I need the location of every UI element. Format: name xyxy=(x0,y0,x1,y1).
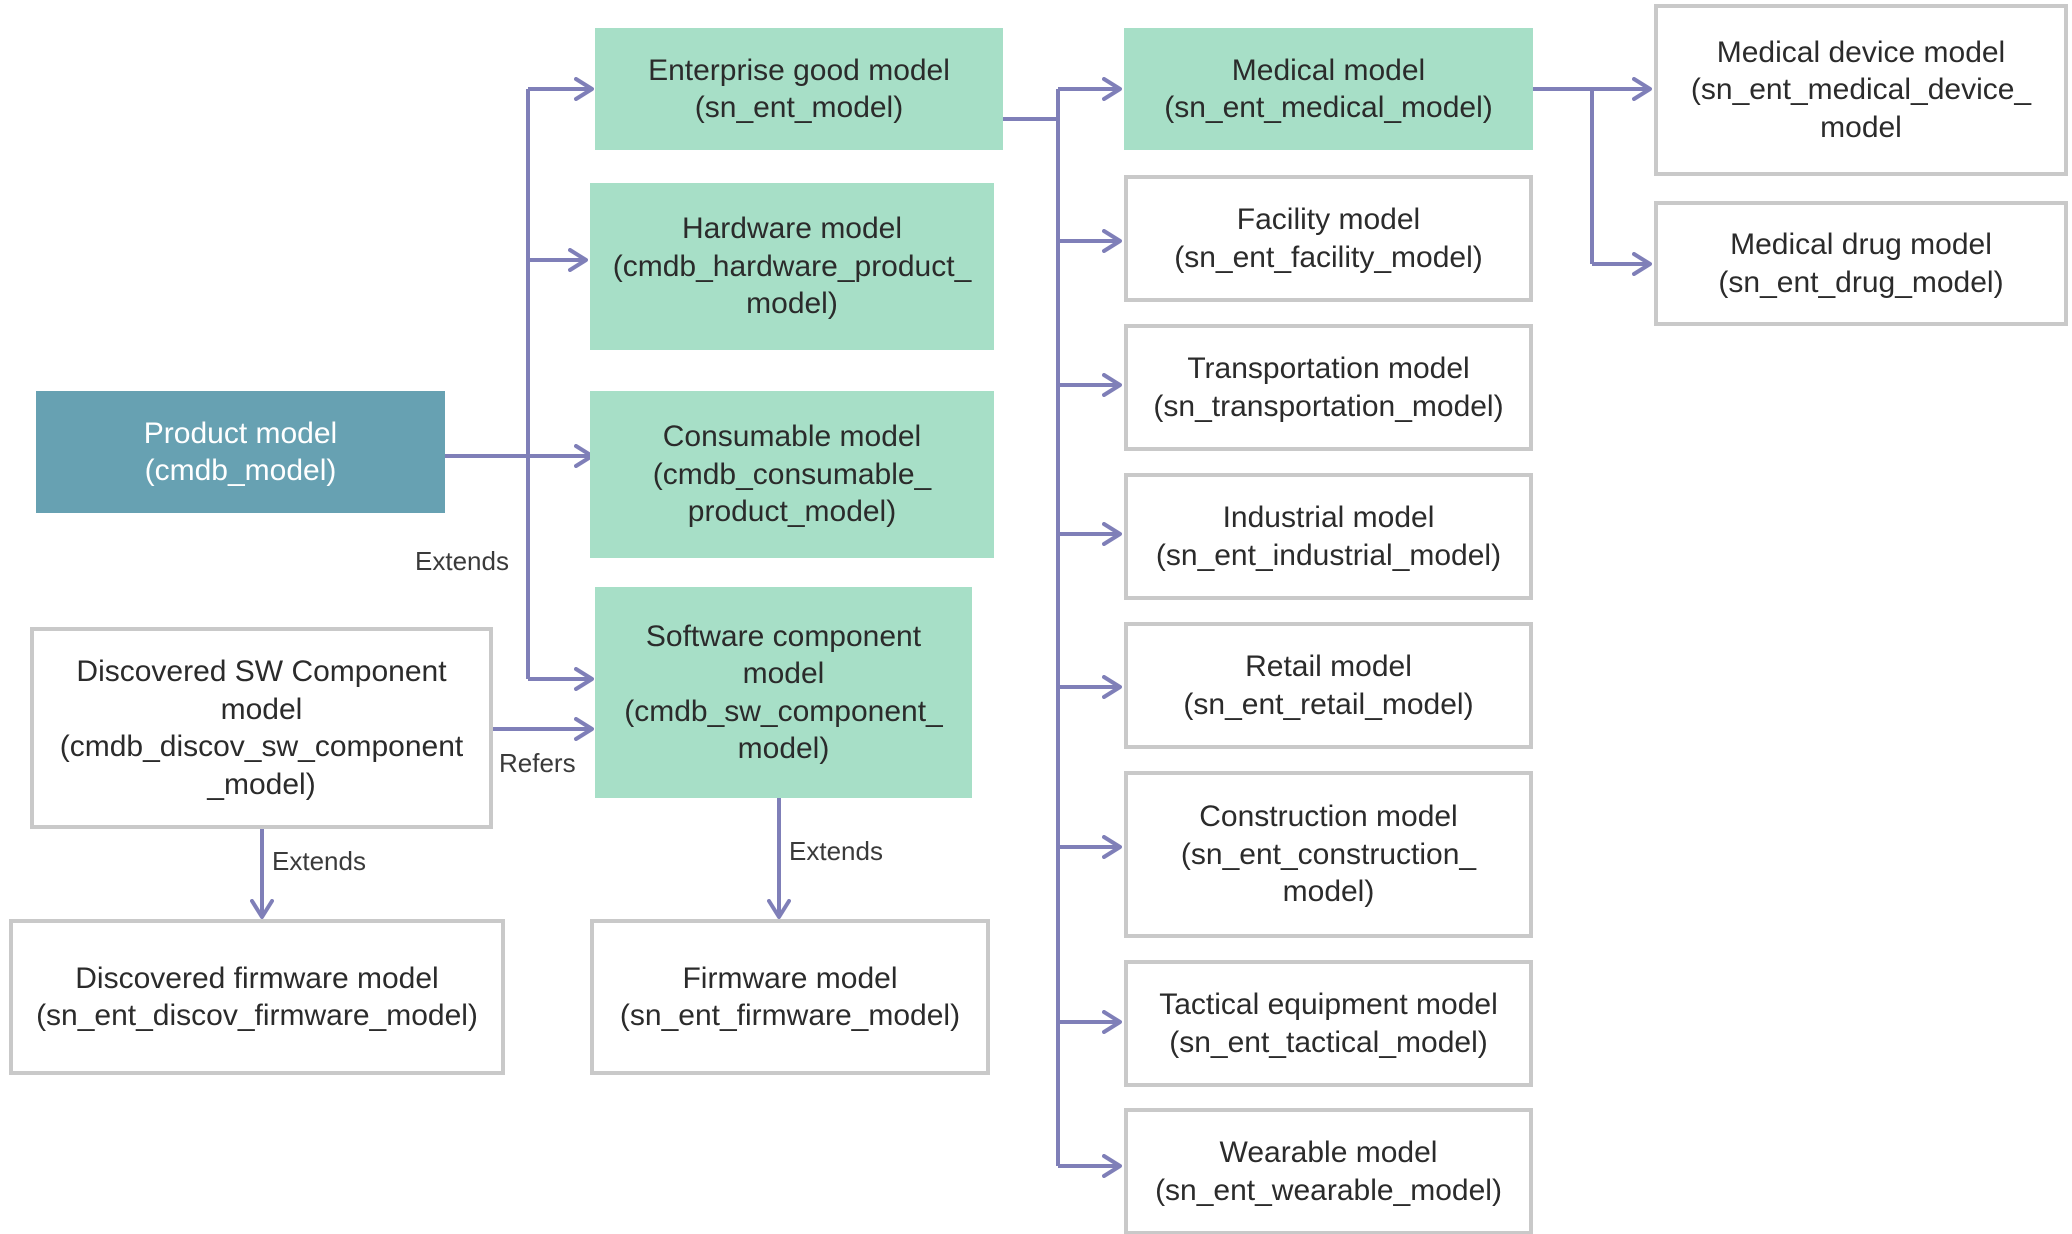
node-tactical-name: Tactical equipment model xyxy=(1159,988,1498,1021)
node-medical-device-line2: (sn_ent_medical_device_ xyxy=(1690,73,2032,107)
node-discovered-firmware-model: Discovered firmware model (sn_ent_discov… xyxy=(9,919,505,1075)
node-construction-line3: model) xyxy=(1282,875,1375,909)
node-medical-drug-name: Medical drug model xyxy=(1730,228,1992,261)
node-medical-model: Medical model (sn_ent_medical_model) xyxy=(1124,28,1533,150)
node-medical-drug-model: Medical drug model (sn_ent_drug_model) xyxy=(1654,201,2068,326)
node-medical-device-line1: Medical device model xyxy=(1716,35,2006,69)
node-medical-name: Medical model xyxy=(1231,53,1426,87)
node-wearable-model: Wearable model (sn_ent_wearable_model) xyxy=(1124,1108,1533,1234)
node-facility-model: Facility model (sn_ent_facility_model) xyxy=(1124,175,1533,302)
node-facility-table: (sn_ent_facility_model) xyxy=(1174,240,1483,274)
node-software-line1: Software component xyxy=(645,619,922,653)
edge-label-refers: Refers xyxy=(499,748,576,778)
node-medical-drug-table: (sn_ent_drug_model) xyxy=(1718,265,2004,299)
node-construction-line1: Construction model xyxy=(1199,800,1458,834)
node-consumable-line3: product_model) xyxy=(687,495,897,529)
node-consumable-line2: (cmdb_consumable_ xyxy=(652,457,932,491)
node-industrial-name: Industrial model xyxy=(1222,501,1435,534)
node-medical-device-model: Medical device model (sn_ent_medical_dev… xyxy=(1654,4,2068,176)
edge-label-extends-product: Extends xyxy=(415,546,509,576)
node-discovered-firmware-table: (sn_ent_discov_firmware_model) xyxy=(36,999,478,1032)
node-enterprise-good-model: Enterprise good model (sn_ent_model) xyxy=(595,28,1003,150)
node-medical-device-line3: model xyxy=(1820,110,1902,144)
node-tactical-table: (sn_ent_tactical_model) xyxy=(1169,1025,1488,1059)
node-retail-model: Retail model (sn_ent_retail_model) xyxy=(1124,622,1533,749)
edge-label-extends-software: Extends xyxy=(789,836,883,866)
node-product-model: Product model (cmdb_model) xyxy=(36,391,445,513)
node-retail-name: Retail model xyxy=(1245,650,1412,683)
node-software-line4: model) xyxy=(737,732,830,765)
node-hardware-line3: model) xyxy=(746,287,838,321)
node-software-line3: (cmdb_sw_component_ xyxy=(624,694,943,728)
node-firmware-table: (sn_ent_firmware_model) xyxy=(619,999,961,1032)
node-hardware-model: Hardware model (cmdb_hardware_product_ m… xyxy=(590,183,994,350)
node-transportation-table: (sn_transportation_model) xyxy=(1153,389,1504,423)
node-hardware-line2: (cmdb_hardware_product_ xyxy=(612,249,972,283)
node-industrial-table: (sn_ent_industrial_model) xyxy=(1155,538,1502,572)
node-consumable-model: Consumable model (cmdb_consumable_ produ… xyxy=(590,391,994,558)
node-discovered-sw-line1: Discovered SW Component xyxy=(76,655,447,688)
node-enterprise-table: (sn_ent_model) xyxy=(694,91,904,124)
node-enterprise-name: Enterprise good model xyxy=(648,53,950,87)
node-discovered-sw-line4: _model) xyxy=(207,767,316,801)
node-transportation-name: Transportation model xyxy=(1187,352,1470,385)
node-tactical-equipment-model: Tactical equipment model (sn_ent_tactica… xyxy=(1124,960,1533,1087)
node-industrial-model: Industrial model (sn_ent_industrial_mode… xyxy=(1124,473,1533,600)
node-facility-name: Facility model xyxy=(1236,203,1421,236)
node-transportation-model: Transportation model (sn_transportation_… xyxy=(1124,324,1533,451)
node-discovered-sw-line2: model xyxy=(220,692,303,726)
node-consumable-line1: Consumable model xyxy=(662,420,922,454)
node-wearable-name: Wearable model xyxy=(1219,1136,1438,1169)
node-construction-model: Construction model (sn_ent_construction_… xyxy=(1124,771,1533,938)
node-software-component-model: Software component model (cmdb_sw_compon… xyxy=(595,587,972,798)
node-hardware-line1: Hardware model xyxy=(681,212,903,246)
node-discovered-sw-component-model: Discovered SW Component model (cmdb_disc… xyxy=(30,627,493,829)
node-discovered-firmware-name: Discovered firmware model xyxy=(75,961,439,995)
node-retail-table: (sn_ent_retail_model) xyxy=(1183,687,1474,721)
node-medical-table: (sn_ent_medical_model) xyxy=(1164,91,1493,124)
node-product-model-table: (cmdb_model) xyxy=(144,454,337,487)
node-construction-line2: (sn_ent_construction_ xyxy=(1180,837,1477,871)
node-firmware-model: Firmware model (sn_ent_firmware_model) xyxy=(590,919,990,1075)
node-wearable-table: (sn_ent_wearable_model) xyxy=(1155,1173,1502,1207)
node-firmware-name: Firmware model xyxy=(682,961,898,995)
node-discovered-sw-line3: (cmdb_discov_sw_component xyxy=(59,730,464,763)
node-product-model-name: Product model xyxy=(143,416,338,450)
node-software-line2: model xyxy=(742,657,825,690)
edge-label-extends-discovered: Extends xyxy=(272,846,366,876)
